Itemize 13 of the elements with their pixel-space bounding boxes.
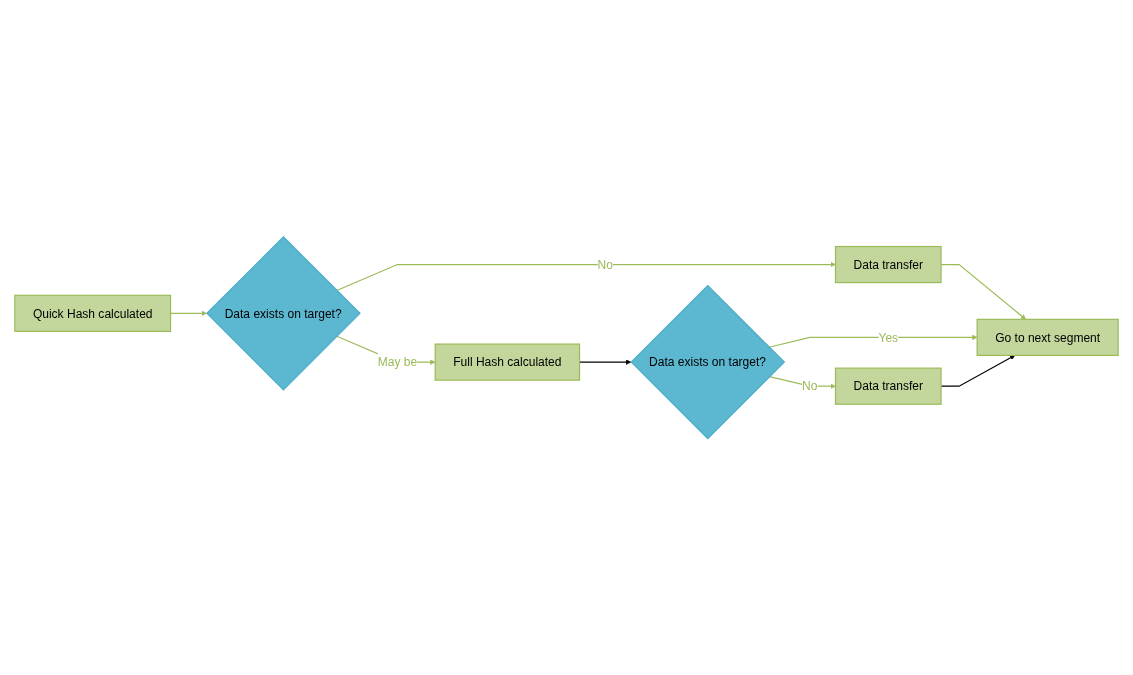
edge-label: May be [377, 355, 418, 369]
arrow [336, 261, 836, 291]
node-box: Data transfer [834, 367, 942, 405]
edge-label: Yes [878, 330, 899, 344]
arrow [768, 334, 978, 348]
node-diamond: Data exists on target? [206, 235, 361, 391]
node-diamond: Data exists on target? [630, 284, 786, 440]
node-box: Full Hash calculated [434, 343, 581, 381]
node-box: Quick Hash calculated [14, 294, 172, 332]
edge-label: No [802, 379, 818, 393]
edge-label: No [597, 257, 613, 271]
node-box: Data transfer [834, 245, 942, 283]
node-box: Go to next segment [976, 318, 1119, 356]
